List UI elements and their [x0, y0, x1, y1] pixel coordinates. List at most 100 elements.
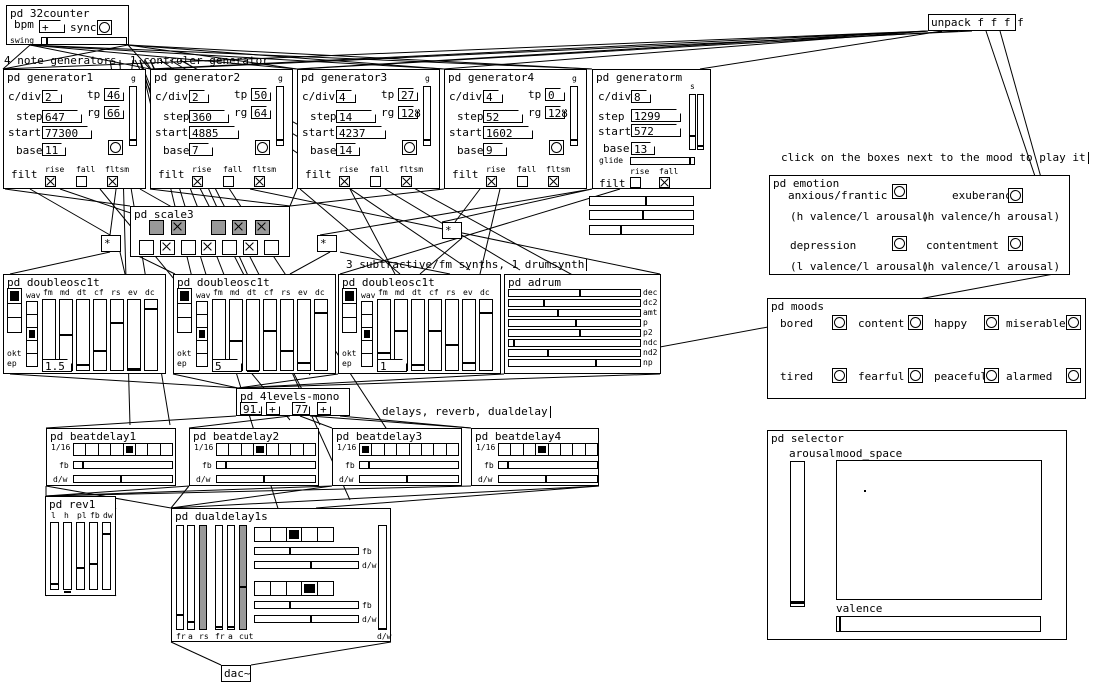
generator-rise-toggle[interactable] [192, 176, 203, 187]
generator-tp-number[interactable]: 46 [104, 88, 124, 102]
beatdelay-step-radio[interactable] [498, 443, 598, 456]
mood-bang[interactable] [908, 315, 923, 330]
generator-rise-toggle[interactable] [339, 176, 350, 187]
dualdelay-a-slider-1[interactable] [187, 525, 195, 630]
beatdelay-fb-slider[interactable] [498, 461, 598, 469]
osc-ev-slider[interactable] [127, 299, 141, 371]
emotion-depression-bang[interactable] [892, 236, 907, 251]
generatorm-rise-toggle[interactable] [630, 177, 641, 188]
generator-step-number[interactable]: 52 [483, 110, 523, 124]
swing-slider[interactable] [41, 37, 127, 45]
generator-start-number[interactable]: 77300 [42, 126, 92, 140]
osc-dt-slider[interactable] [411, 299, 425, 371]
mood-space-grid[interactable] [836, 460, 1042, 600]
generator-rise-toggle[interactable] [45, 176, 56, 187]
generatorm-s-slider2[interactable] [697, 94, 704, 150]
rev-param-slider[interactable] [76, 522, 85, 590]
scale-key-1[interactable] [149, 220, 164, 235]
generatorm-step-number[interactable]: 1299 [631, 109, 681, 123]
beatdelay-dw-slider[interactable] [73, 475, 173, 483]
beatdelay-fb-slider[interactable] [359, 461, 459, 469]
rev-param-slider[interactable] [50, 522, 59, 590]
generator-rg-number[interactable]: 66 [104, 106, 124, 120]
bpm-number[interactable]: + [39, 20, 65, 34]
generator-cdiv-number[interactable]: 2 [189, 90, 209, 104]
generator-gain-slider[interactable] [423, 86, 431, 146]
generator-gain-slider[interactable] [570, 86, 578, 146]
scale-key-3[interactable] [211, 220, 226, 235]
multiply-object-1[interactable]: * [101, 235, 121, 252]
generator-bang[interactable] [402, 140, 417, 155]
generator-rg-number[interactable]: 128 [545, 106, 568, 120]
osc-rs-slider[interactable] [445, 299, 459, 371]
dualdelay-dw-master-slider[interactable] [378, 525, 387, 630]
generator-tp-number[interactable]: 50 [251, 88, 271, 102]
valence-slider[interactable] [836, 616, 1041, 632]
levels-value-4[interactable]: + [317, 402, 331, 416]
generator-step-number[interactable]: 647 [42, 110, 82, 124]
generator-base-number[interactable]: 14 [336, 143, 360, 157]
multiply-object-2[interactable]: * [317, 235, 337, 252]
beatdelay-step-radio[interactable] [216, 443, 316, 456]
osc-dt-slider[interactable] [246, 299, 260, 372]
osc-wave-radio[interactable] [7, 288, 22, 333]
beatdelay-step-radio[interactable] [359, 443, 459, 456]
dualdelay-fr-slider-1[interactable] [176, 525, 184, 630]
osc-value-number[interactable]: 5 [212, 359, 242, 373]
osc-wave-radio[interactable] [177, 288, 192, 333]
osc-wav-select[interactable] [361, 301, 373, 367]
generator-gain-slider[interactable] [276, 86, 284, 146]
generator-base-number[interactable]: 11 [42, 143, 66, 157]
dualdelay-cut-slider[interactable] [239, 525, 247, 630]
generator-fall-toggle[interactable] [223, 176, 234, 187]
generator-start-number[interactable]: 4237 [336, 126, 386, 140]
scale-key-7[interactable] [160, 240, 175, 255]
scale-key-10[interactable] [222, 240, 237, 255]
osc-rs-slider[interactable] [110, 299, 124, 371]
rev-param-slider[interactable] [102, 522, 111, 590]
mood-bang[interactable] [1066, 315, 1081, 330]
osc-dc-slider[interactable] [479, 299, 493, 371]
osc-rs-slider[interactable] [280, 299, 294, 371]
dualdelay-a-slider-2[interactable] [227, 525, 235, 630]
mood-bang[interactable] [1066, 368, 1081, 383]
ctrl-slider-2[interactable] [589, 210, 694, 220]
generator-fltsm-toggle[interactable] [107, 176, 118, 187]
emotion-exuberance-bang[interactable] [1008, 188, 1023, 203]
levels-value-2[interactable]: + [266, 402, 280, 416]
ctrl-slider-3[interactable] [589, 225, 694, 235]
generator-cdiv-number[interactable]: 4 [483, 90, 503, 104]
generatorm-cdiv-number[interactable]: 8 [631, 90, 651, 104]
generator-start-number[interactable]: 4885 [189, 126, 239, 140]
beatdelay-dw-slider[interactable] [216, 475, 316, 483]
generator-base-number[interactable]: 9 [483, 143, 507, 157]
osc-value-number[interactable]: 1 [377, 359, 407, 373]
osc-ev-slider[interactable] [462, 299, 476, 371]
dualdelay-radio-2[interactable] [254, 581, 334, 596]
generator-rg-number[interactable]: 64 [251, 106, 271, 120]
adrum-param-slider[interactable] [508, 299, 641, 307]
dualdelay-fb-slider-2[interactable] [254, 601, 359, 609]
osc-ev-slider[interactable] [297, 299, 311, 371]
generator-fltsm-toggle[interactable] [254, 176, 265, 187]
dualdelay-fr-slider-2[interactable] [215, 525, 223, 630]
generatorm-start-number[interactable]: 572 [631, 124, 681, 138]
generator-cdiv-number[interactable]: 4 [336, 90, 356, 104]
generator-bang[interactable] [549, 140, 564, 155]
multiply-object-3[interactable]: * [442, 222, 462, 239]
generator-tp-number[interactable]: 27 [398, 88, 418, 102]
generator-fltsm-toggle[interactable] [401, 176, 412, 187]
generatorm-s-slider1[interactable] [689, 94, 696, 150]
generator-start-number[interactable]: 1602 [483, 126, 533, 140]
generator-bang[interactable] [255, 140, 270, 155]
generatorm-fall-toggle[interactable] [659, 177, 670, 188]
osc-value-number[interactable]: 1.5 [42, 359, 72, 373]
dualdelay-radio-1[interactable] [254, 527, 334, 542]
mood-bang[interactable] [832, 315, 847, 330]
adrum-param-slider[interactable] [508, 339, 641, 347]
arousal-slider[interactable] [790, 461, 805, 607]
osc-wav-select[interactable] [196, 301, 208, 367]
scale-key-11[interactable] [243, 240, 258, 255]
osc-dc-slider[interactable] [144, 299, 158, 371]
